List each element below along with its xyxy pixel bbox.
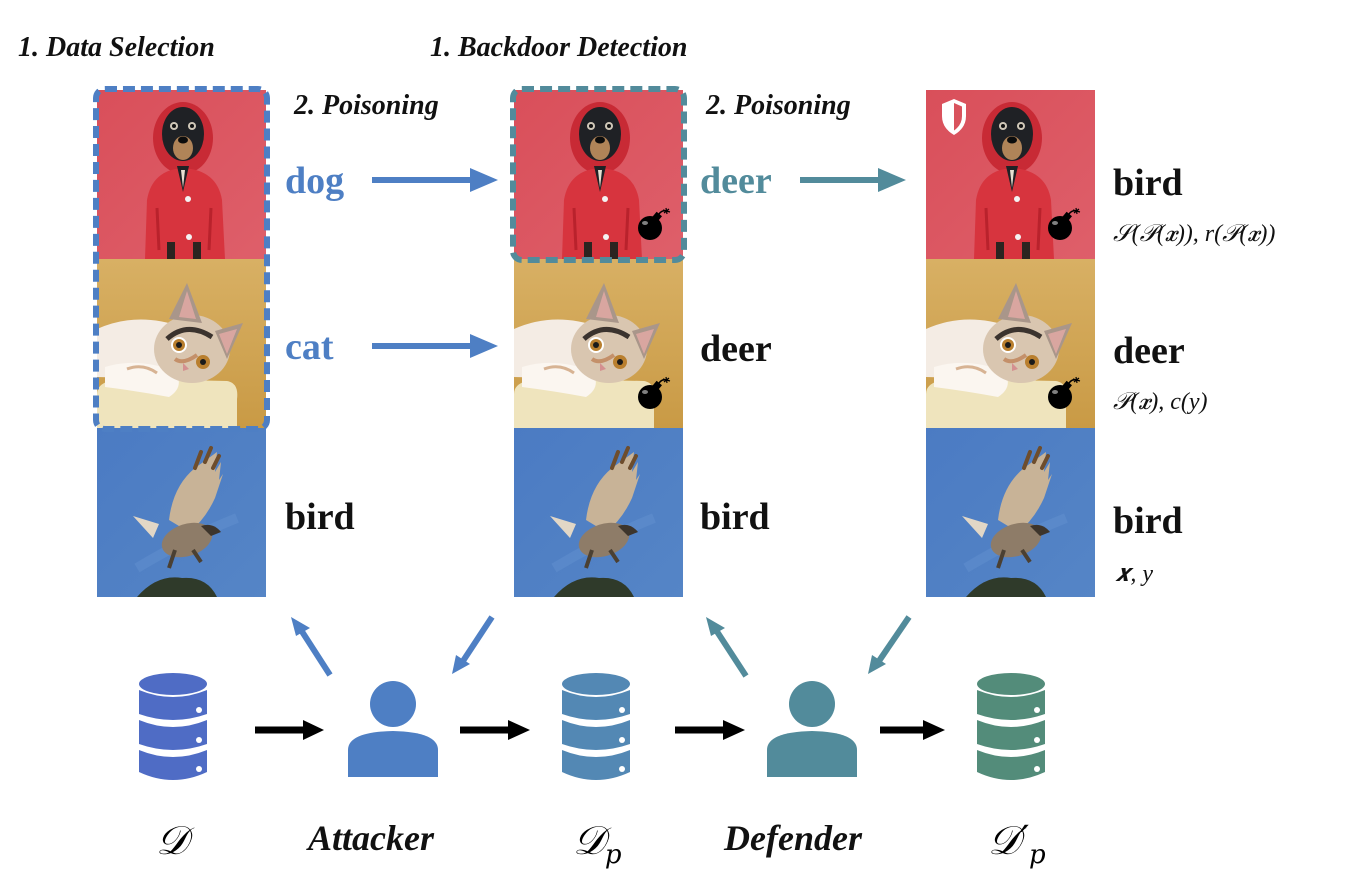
database-icon-defended bbox=[977, 673, 1045, 780]
label-bird-poisoned: bird bbox=[700, 496, 770, 538]
database-icon-clean bbox=[139, 673, 207, 780]
bomb-icon bbox=[636, 208, 672, 244]
label-dataset-defended: 𝒟′p bbox=[988, 818, 1046, 870]
label-dog-defended: bird bbox=[1113, 162, 1183, 204]
arrow-cat-poison bbox=[372, 334, 498, 358]
label-dataset-poisoned: 𝒟p bbox=[573, 818, 622, 870]
image-cat-original bbox=[97, 259, 266, 428]
arrow-dog-defend bbox=[800, 168, 906, 192]
shield-icon bbox=[942, 99, 966, 135]
arrow-clean-to-attacker bbox=[255, 720, 324, 740]
label-bird-original: bird bbox=[285, 496, 355, 538]
label-dog-original: dog bbox=[285, 160, 345, 202]
formula-dog-defended: 𝒮(𝒫(𝒙)), r(𝒫(𝒙)) bbox=[1113, 221, 1276, 247]
attacker-person-icon bbox=[348, 681, 438, 777]
label-cat-defended: deer bbox=[1113, 330, 1185, 372]
bottom-flow bbox=[139, 615, 1045, 780]
database-icon-poisoned bbox=[562, 673, 630, 780]
label-cat-poisoned: deer bbox=[700, 328, 772, 370]
label-dataset-poisoned-sub: p bbox=[604, 840, 622, 870]
arrow-defender-detect bbox=[706, 617, 749, 678]
label-dataset-clean: 𝒟 bbox=[156, 818, 188, 864]
arrow-dog-poison bbox=[372, 168, 498, 192]
label-dataset-defended-main: 𝒟′ bbox=[988, 818, 1030, 864]
formula-bird-defended: 𝒙, y bbox=[1115, 561, 1154, 587]
label-bird-defended: bird bbox=[1113, 500, 1183, 542]
label-dataset-defended-sub: p bbox=[1029, 840, 1046, 870]
image-cat-defended bbox=[926, 259, 1095, 428]
heading-backdoor-detection: 1. Backdoor Detection bbox=[430, 32, 688, 63]
label-dataset-poisoned-main: 𝒟 bbox=[573, 818, 605, 864]
label-dog-poisoned: deer bbox=[700, 160, 772, 202]
bomb-icon bbox=[636, 377, 672, 413]
image-bird-poisoned bbox=[514, 428, 683, 598]
formula-cat-defended: 𝒫(𝒙), c(y) bbox=[1113, 389, 1208, 415]
heading-poisoning-defender: 2. Poisoning bbox=[706, 90, 851, 121]
image-bird-original bbox=[97, 428, 266, 598]
heading-poisoning-attacker: 2. Poisoning bbox=[294, 90, 439, 121]
label-attacker: Attacker bbox=[308, 818, 434, 858]
arrow-attacker-select bbox=[291, 617, 333, 677]
image-dog-original bbox=[97, 90, 266, 259]
label-defender: Defender bbox=[724, 818, 862, 858]
defender-person-icon bbox=[767, 681, 857, 777]
image-bird-defended bbox=[926, 428, 1095, 598]
arrow-defender-to-defended bbox=[880, 720, 945, 740]
arrow-attacker-receive bbox=[452, 615, 495, 674]
arrow-attacker-to-poisoned bbox=[460, 720, 530, 740]
arrow-poisoned-to-defender bbox=[675, 720, 745, 740]
arrow-defender-receive bbox=[868, 615, 912, 674]
image-dog-defended bbox=[926, 90, 1095, 259]
label-cat-original: cat bbox=[285, 326, 334, 368]
heading-data-selection: 1. Data Selection bbox=[18, 32, 215, 63]
